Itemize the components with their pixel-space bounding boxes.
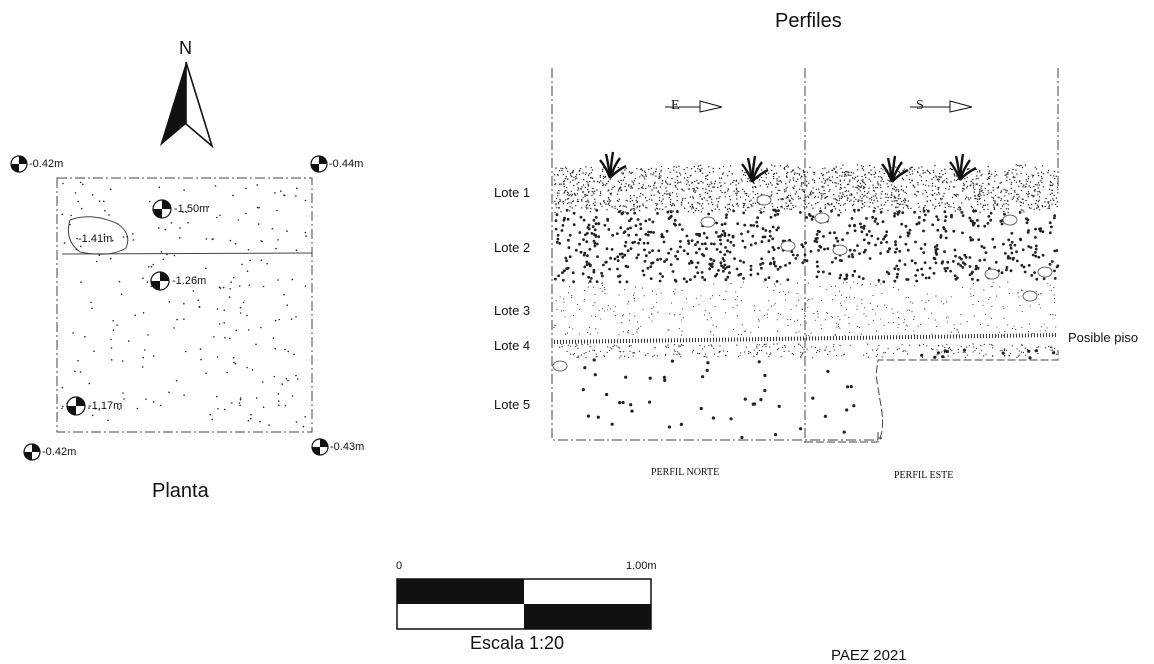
scale-start: 0 (396, 560, 403, 572)
level-sw: -0.42m (42, 446, 77, 458)
profiles-drawing (551, 68, 1060, 445)
grass-icon (881, 155, 909, 183)
footer-credit: PAEZ 2021 (831, 647, 907, 664)
level-marker-ne (310, 155, 328, 173)
grass-icon (949, 153, 977, 181)
level-se: -0.43m (330, 441, 365, 453)
perfil-este-label: PERFIL ESTE (894, 470, 954, 481)
direction-east: E (671, 98, 680, 113)
level-ne: -0.44m (329, 158, 364, 170)
north-label: N (179, 38, 192, 58)
level-interior-3: -1.17m (88, 400, 123, 412)
level-marker-interior-2 (150, 271, 170, 291)
direction-south: S (916, 98, 924, 113)
lot-1-label: Lote 1 (494, 185, 531, 200)
profiles-title: Perfiles (775, 10, 842, 32)
level-marker-interior-1 (152, 199, 172, 219)
north-arrow-icon (160, 61, 214, 148)
level-nw: -0.42m (29, 158, 64, 170)
level-marker-sw (23, 443, 41, 461)
perfil-norte-label: PERFIL NORTE (651, 467, 720, 478)
scale-end: 1.00m (626, 560, 657, 572)
scale-label: Escala 1:20 (470, 633, 565, 653)
level-interior-2: -1.26m (172, 275, 207, 287)
posible-piso-line (553, 333, 1059, 344)
posible-piso-label: Posible piso (1068, 330, 1139, 345)
scale-bar (396, 578, 652, 630)
plan-fill-dots (61, 181, 307, 428)
profile-frame (551, 68, 883, 441)
lot-2-label: Lote 2 (494, 240, 531, 255)
level-marker-se (311, 438, 329, 456)
plan-outline (56, 177, 313, 433)
level-interior-1: -1.50m (174, 203, 209, 215)
lot-3-label: Lote 3 (494, 303, 531, 318)
plan-drawing (56, 177, 313, 433)
feature-level: -1.41m (78, 233, 113, 245)
grass-icon (599, 151, 627, 179)
arrow-east-icon (665, 100, 723, 113)
arrow-south-icon (910, 100, 973, 113)
vegetation-icons (599, 151, 977, 183)
level-marker-nw (10, 155, 28, 173)
grass-icon (741, 155, 769, 183)
plan-feature (67, 216, 129, 255)
level-marker-interior-3 (66, 396, 86, 416)
plan-title: Planta (152, 480, 209, 502)
lot-5-label: Lote 5 (494, 397, 531, 412)
stratigraphy-layers (552, 164, 1060, 440)
lot-4-label: Lote 4 (494, 338, 531, 353)
